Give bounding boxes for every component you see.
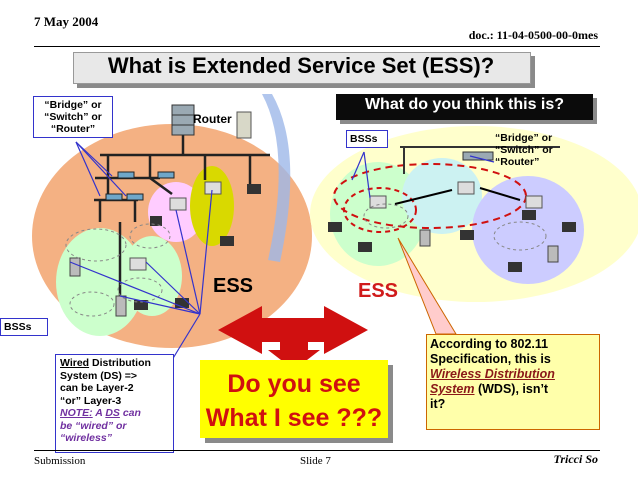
- laptop-icons-left: [134, 184, 261, 310]
- wds-term: System: [430, 382, 475, 396]
- left-bss-green2-area: [122, 236, 182, 316]
- access-point-icon: [525, 195, 543, 209]
- ds-note-text: “wireless”: [60, 432, 112, 444]
- bridge-label-line: “Router”: [495, 156, 540, 168]
- router-icon: [171, 104, 195, 136]
- router-label: Router: [193, 112, 232, 126]
- switch-icon: [117, 171, 135, 179]
- bridge-label-line: “Router”: [50, 123, 96, 135]
- ds-note-box: [55, 354, 174, 453]
- wireless-link-arrows: [394, 187, 521, 205]
- decorative-arc-icon: [262, 94, 291, 262]
- ds-note-text: be “wired” or: [60, 419, 127, 432]
- question-banner: [336, 94, 593, 120]
- ds-wired-word: Wired: [60, 357, 90, 369]
- bridge-label-line: “Bridge” or: [44, 99, 102, 111]
- header-date: 7 May 2004: [34, 14, 99, 29]
- pda-icon: [69, 257, 81, 277]
- wds-line: Specification, this is: [430, 352, 551, 366]
- header-doc-id: doc.: 11-04-0500-00-0mes: [468, 28, 598, 42]
- bridge-label-line: “Switch” or: [44, 111, 102, 123]
- coverage-rings-right: [363, 203, 547, 251]
- bss-label: BSSs: [4, 321, 32, 333]
- switch-icon: [126, 193, 144, 201]
- center-callout-text: Do you see What I see ???: [196, 367, 392, 435]
- title-box: [73, 52, 531, 84]
- bridge-label-line: “Switch” or: [495, 144, 553, 156]
- bss-label: BSSs: [350, 133, 378, 145]
- wds-line: According to 802.11: [430, 337, 549, 351]
- server-icon: [236, 111, 252, 139]
- pda-icon: [547, 245, 559, 263]
- access-point-icon: [169, 197, 187, 211]
- ds-note-text: DS: [105, 407, 120, 419]
- right-bss-green-area: [330, 162, 426, 266]
- ds-note: Wired Distribution System (DS) => can be…: [60, 357, 172, 445]
- access-point-icon: [129, 257, 147, 271]
- laptop-icons-right: [328, 210, 576, 272]
- footer-submission: Submission: [34, 455, 86, 467]
- bss-callout-left: BSSs: [0, 318, 48, 336]
- center-line: Do you see: [227, 370, 361, 398]
- header-rule: [34, 46, 600, 47]
- footer-rule: [34, 450, 600, 451]
- ds-note-label: NOTE:: [60, 407, 93, 419]
- access-point-icon: [369, 195, 387, 209]
- pda-icon: [419, 229, 431, 247]
- wds-note-box: [426, 334, 600, 430]
- callout-pointers: [69, 141, 495, 361]
- center-callout-box: [200, 360, 388, 438]
- left-bss-yellow-area: [190, 166, 234, 246]
- center-line: What I see ???: [205, 404, 383, 432]
- ds-note-text: A: [92, 407, 106, 419]
- bss-callout-right: BSSs: [346, 130, 388, 148]
- ds-line: can be Layer-2: [60, 382, 134, 394]
- wds-line: it?: [430, 397, 446, 411]
- ess-label-right: ESS: [358, 280, 399, 302]
- page-title: What is Extended Service Set (ESS)?: [107, 53, 495, 78]
- bridge-callout-left: “Bridge” or “Switch” or “Router”: [33, 96, 113, 138]
- bridge-label-line: “Bridge” or: [495, 132, 553, 144]
- ds-note-text: can: [119, 407, 141, 419]
- access-point-icon: [457, 181, 475, 195]
- access-point-icon: [204, 181, 222, 195]
- bridge-callout-right: “Bridge” or “Switch” or “Router”: [495, 132, 553, 168]
- switch-icon: [105, 193, 123, 201]
- ds-line: “or” Layer-3: [60, 394, 122, 407]
- right-bss-cyan-area: [402, 158, 482, 234]
- wired-backbone: [94, 130, 270, 300]
- footer-slide-number: Slide 7: [300, 455, 331, 467]
- ds-line: Distribution: [89, 357, 151, 369]
- ds-line: System (DS) =>: [60, 369, 138, 382]
- ess-label-left: ESS: [213, 275, 254, 297]
- coverage-rings-left: [65, 223, 171, 317]
- footer-author: Tricci So: [553, 452, 598, 466]
- wds-note: According to 802.11 Specification, this …: [430, 337, 596, 412]
- wds-red-dashed-ring-small: [343, 187, 417, 233]
- bridge-switch-icon: [462, 151, 494, 161]
- switch-icon: [157, 171, 175, 179]
- wds-line: (WDS), isn’t: [474, 382, 549, 396]
- question-text: What do you think this is?: [364, 96, 565, 113]
- wds-term: Wireless Distribution: [430, 367, 555, 381]
- double-arrow-icon: [218, 306, 368, 370]
